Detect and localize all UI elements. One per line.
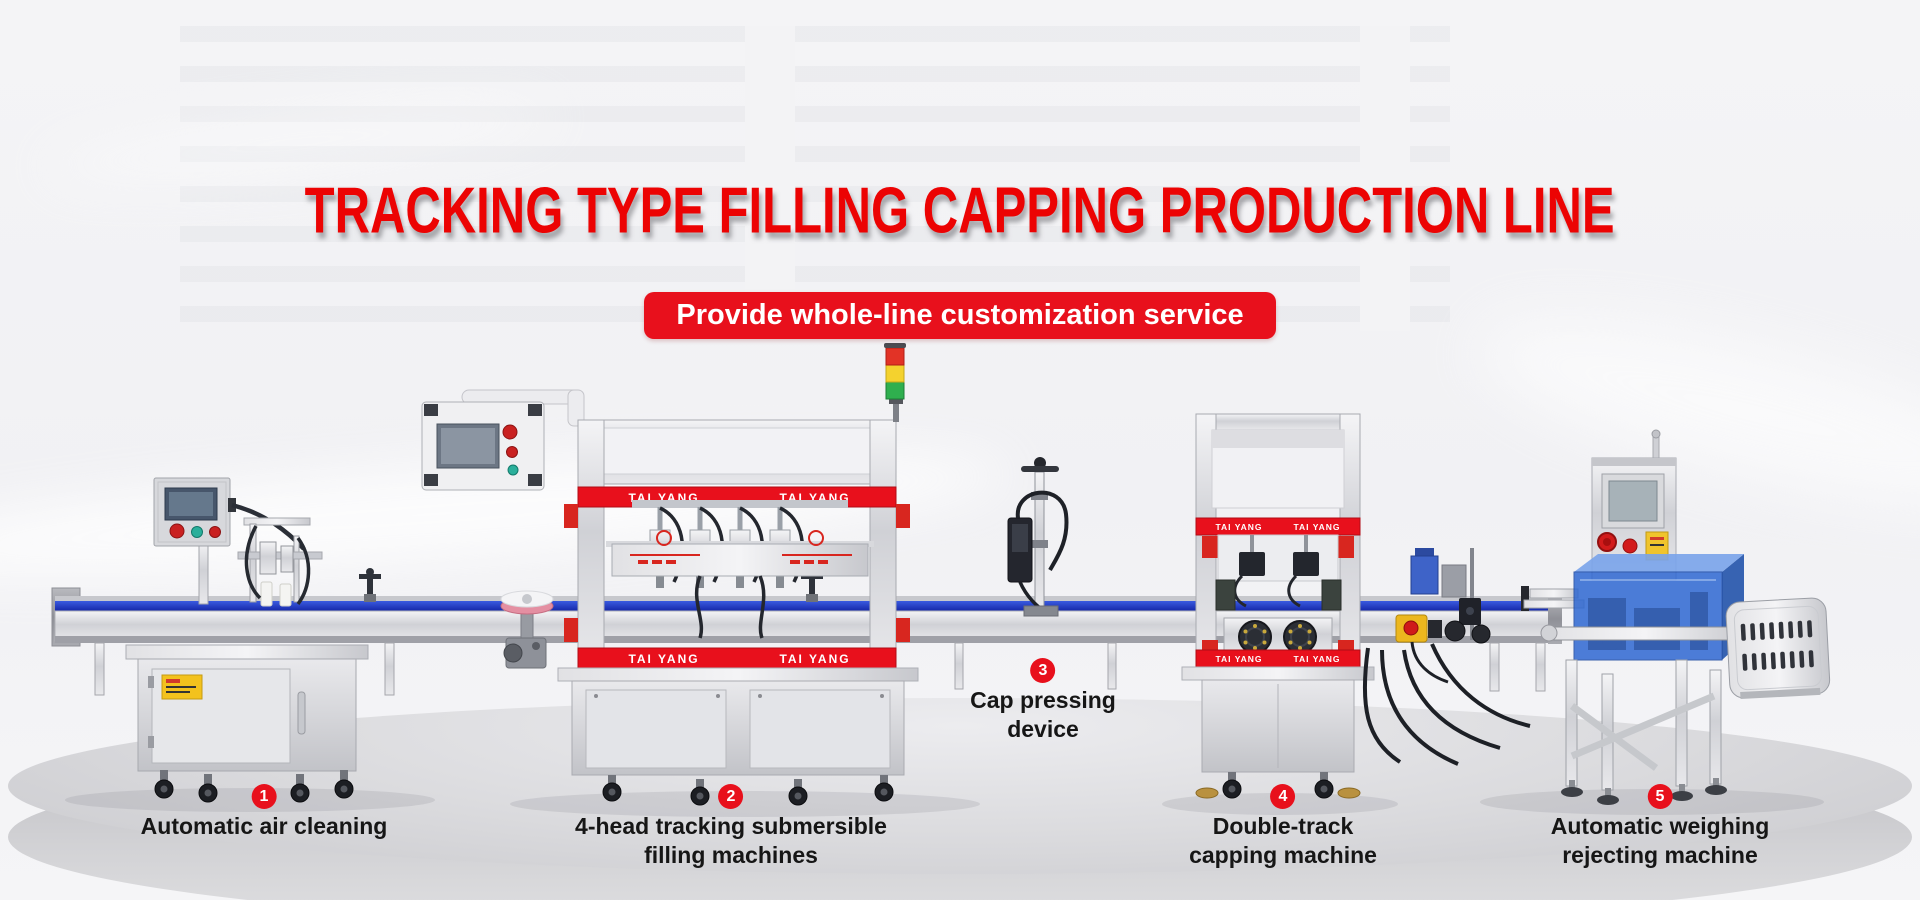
frame-column: [869, 419, 897, 669]
casters: [602, 775, 894, 806]
capping-motor: [1239, 552, 1265, 576]
base-plate: [557, 667, 919, 682]
roller: [1471, 624, 1491, 644]
brand-band: TAI YANG TAI YANG: [577, 647, 897, 669]
page-title: TRACKING TYPE FILLING CAPPING PRODUCTION…: [0, 175, 1920, 252]
machine-label-text: Automatic air cleaning: [140, 813, 388, 839]
brand-band: TAI YANG TAI YANG: [1195, 517, 1361, 536]
base-cabinet: [137, 658, 357, 772]
cable: [758, 575, 766, 639]
brand-text: TAI YANG: [1215, 654, 1262, 664]
cable: [694, 575, 704, 639]
front-rod: [1540, 624, 1750, 642]
stop-button: [209, 526, 221, 538]
clamp-tab: [1338, 536, 1354, 558]
clamp-tab: [564, 504, 578, 528]
clamp-tab: [896, 618, 910, 642]
machine-label-5: 5 Automatic weighing rejecting machine: [1550, 784, 1770, 870]
clamp-tab: [564, 618, 578, 642]
frame-top-beam: [1195, 413, 1361, 431]
air-nozzle-assembly: [237, 517, 323, 607]
page-title-text: TRACKING TYPE FILLING CAPPING PRODUCTION…: [305, 174, 1615, 248]
capping-mechanism: [1215, 534, 1342, 611]
cable: [1015, 490, 1069, 571]
frame-legs: [1561, 659, 1727, 805]
cabinet-door: [585, 689, 727, 769]
clamp-tab: [896, 504, 910, 528]
panel-pole: [198, 541, 209, 605]
base-mount: [1023, 605, 1059, 617]
machine-label-4: 4 Double-track capping machine: [1189, 784, 1377, 870]
cables: [1362, 641, 1531, 766]
machine-label-3: 3 Cap pressing device: [970, 658, 1116, 744]
logo-mark: [782, 530, 852, 564]
roller: [1444, 620, 1466, 642]
machine-label-text: device: [1007, 716, 1079, 742]
machine-label-text: Cap pressing: [970, 687, 1116, 713]
door-handle: [297, 691, 306, 735]
machine-label-text: capping machine: [1189, 842, 1377, 868]
emergency-stop-button: [1622, 538, 1638, 554]
machine-label-2: 2 4-head tracking submersible filling ma…: [575, 784, 887, 870]
gearbox: [1441, 564, 1467, 598]
machine-1-air-cleaning: [125, 477, 823, 803]
clamp-tab: [1202, 536, 1218, 558]
signal-tower-icon: [884, 343, 906, 422]
servo-motor: [1410, 555, 1439, 595]
step-number-badge: 3: [1030, 658, 1056, 683]
weigher-screen: [1608, 480, 1658, 522]
table-top: [125, 644, 369, 660]
filling-trough: [611, 543, 869, 577]
machine-label-1: 1 Automatic air cleaning: [140, 784, 388, 841]
machine-label-text: rejecting machine: [1562, 842, 1758, 868]
adjust-knob: [1021, 466, 1059, 472]
conveyor-blue-rail: [55, 601, 1560, 611]
blue-safety-cover: [1573, 554, 1744, 661]
frame-column: [577, 419, 605, 669]
control-panel: [153, 477, 236, 547]
emergency-stop-box: [1395, 614, 1442, 643]
subtitle-banner-text: Provide whole-line customization service: [676, 299, 1244, 331]
step-number-badge: 4: [1270, 784, 1296, 809]
outfeed-drive-unit: [1362, 548, 1531, 766]
emergency-stop-button: [502, 424, 518, 440]
emergency-stop-button: [169, 523, 185, 539]
reject-chute: [1725, 597, 1831, 700]
step-number-badge: 1: [251, 784, 277, 809]
machine-4-capping: TAI YANG TAI YANG: [1181, 413, 1375, 799]
brand-text: TAI YANG: [779, 652, 850, 666]
machine-label-text: Double-track: [1212, 813, 1354, 839]
warning-sticker: [161, 674, 203, 700]
background-blinds-texture: [180, 26, 1450, 331]
machine-label-text: 4-head tracking submersible: [575, 813, 887, 839]
capping-motor: [1293, 552, 1319, 576]
start-button: [191, 526, 203, 538]
remote-control-panel: [421, 401, 545, 491]
step-number-badge: 5: [1647, 784, 1673, 809]
brand-text: TAI YANG: [628, 652, 699, 666]
machine-label-text: Automatic weighing: [1550, 813, 1770, 839]
machine-2-filling: TAI YANG TAI YANG: [421, 343, 919, 806]
brand-text: TAI YANG: [1293, 522, 1340, 532]
bottle-turntable: [500, 590, 554, 669]
brand-band: TAI YANG TAI YANG: [1195, 649, 1361, 668]
casters: [154, 770, 354, 803]
brand-text: TAI YANG: [1215, 522, 1262, 532]
machine-label-text: filling machines: [644, 842, 818, 868]
base-cabinet: [571, 680, 905, 776]
casters: [1195, 772, 1361, 799]
guide-rail-knob: [359, 568, 381, 602]
logo-mark: [630, 530, 700, 564]
step-number-badge: 2: [718, 784, 744, 809]
machine-5-checkweigher: [1521, 429, 1831, 805]
device-3-cap-pressing: [1007, 457, 1069, 617]
brand-text: TAI YANG: [1293, 654, 1340, 664]
subtitle-banner: Provide whole-line customization service: [644, 292, 1276, 339]
base-plate: [1181, 666, 1375, 681]
capping-wheels: [1223, 617, 1333, 655]
cabinet-door: [749, 689, 891, 769]
